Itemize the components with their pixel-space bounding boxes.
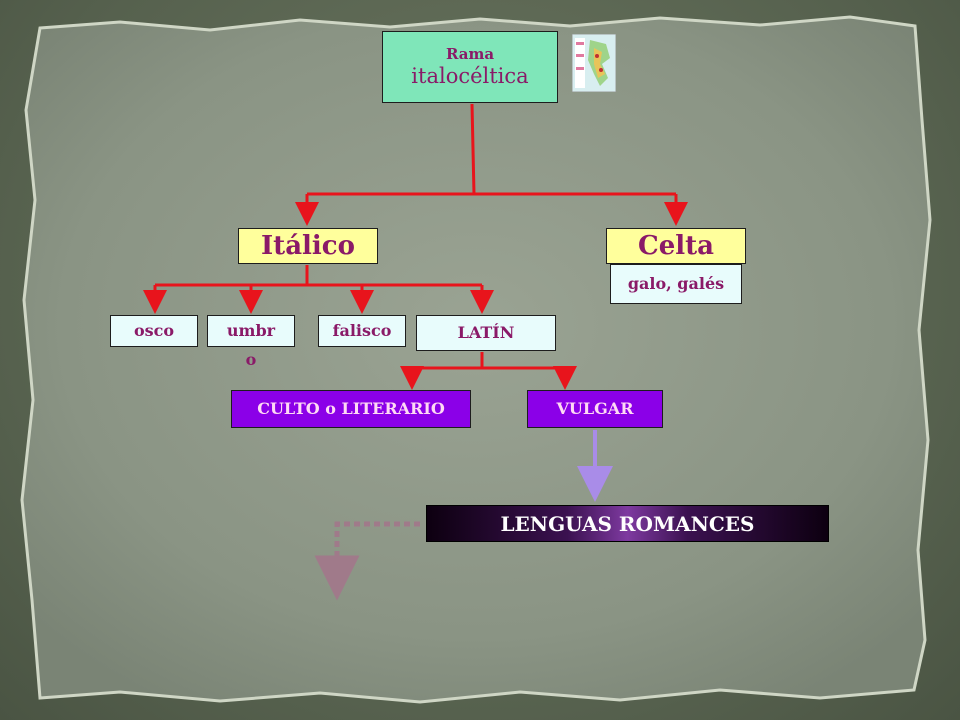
node-umbro: umbr: [207, 315, 295, 347]
node-root-title: italocéltica: [411, 63, 529, 88]
node-falisco: falisco: [318, 315, 406, 347]
node-vulgar: VULGAR: [527, 390, 663, 428]
node-celta: Celta: [606, 228, 746, 264]
connector-root-down: [470, 103, 476, 195]
node-lenguas-romances: LENGUAS ROMANCES: [426, 505, 829, 542]
node-galo-gales: galo, galés: [610, 264, 742, 304]
node-latin: LATÍN: [416, 315, 556, 351]
node-umbro-overflow: o: [245, 350, 257, 369]
map-thumbnail-icon: [572, 34, 616, 92]
node-rama-italoceltica: Rama italocéltica: [382, 31, 558, 103]
node-osco: osco: [110, 315, 198, 347]
node-italico: Itálico: [238, 228, 378, 264]
arrow-dashed-continuation: [314, 521, 420, 601]
node-root-prefix: Rama: [445, 45, 495, 64]
node-culto-literario: CULTO o LITERARIO: [231, 390, 471, 428]
